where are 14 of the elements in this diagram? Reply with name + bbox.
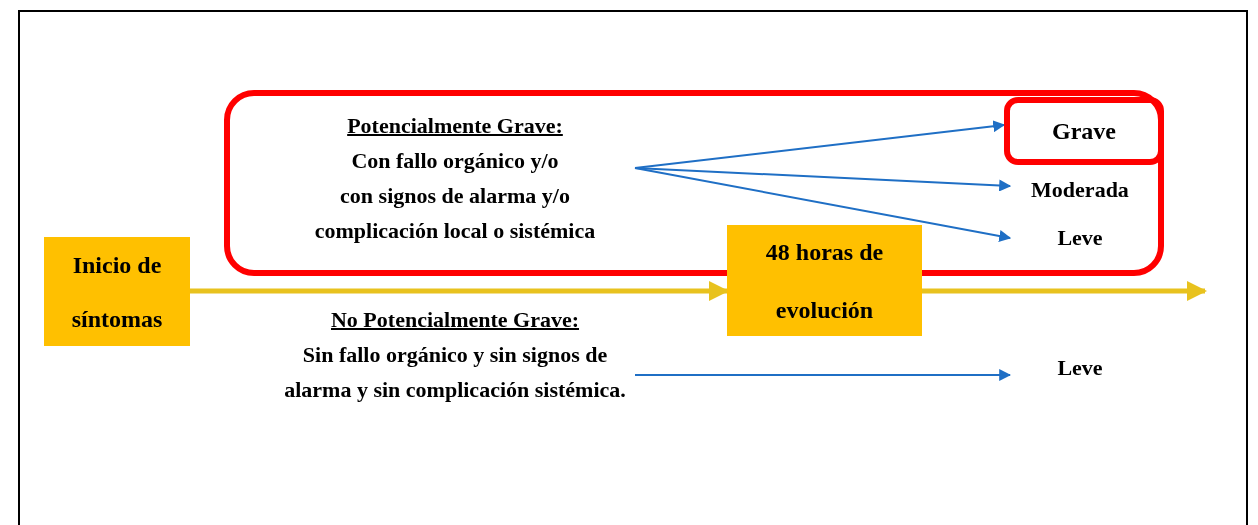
rounded-box: Grave (1004, 97, 1164, 165)
heading-text: No Potencialmente Grave: (330, 306, 580, 334)
label-text: Moderada (1010, 172, 1150, 212)
arrow (634, 167, 1012, 242)
arrow (922, 281, 1207, 301)
arrow (634, 369, 1012, 381)
highlight-box: 48 horas de evolución (727, 225, 922, 336)
arrow (190, 281, 729, 301)
heading-text: Potencialmente Grave: (346, 112, 564, 140)
body-text: Con fallo orgánico y/o con signos de alarma y/o complicación local o sistémica (313, 147, 597, 245)
highlight-box: Inicio de síntomas (44, 237, 190, 346)
label-text: Leve (1010, 350, 1150, 385)
body-text: Sin fallo orgánico y sin signos de alarma y sin complicación sistémica. (283, 341, 627, 404)
label-text: Leve (1010, 220, 1150, 260)
